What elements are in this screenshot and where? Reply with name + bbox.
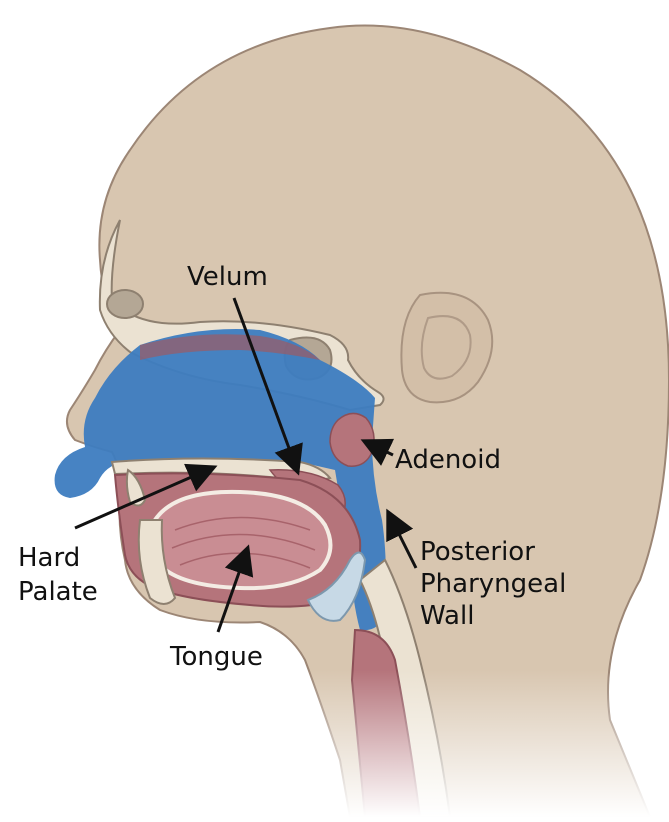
tongue-label: Tongue [169, 642, 263, 672]
ppw-label-line2: Pharyngeal [420, 569, 566, 599]
adenoid-label: Adenoid [395, 445, 501, 475]
ppw-label-line3: Wall [420, 601, 474, 631]
velum-label: Velum [187, 262, 268, 292]
hard-palate-label-line1: Hard [18, 543, 80, 573]
hard-palate-label-line2: Palate [18, 577, 98, 607]
ppw-label-line1: Posterior [420, 537, 535, 567]
